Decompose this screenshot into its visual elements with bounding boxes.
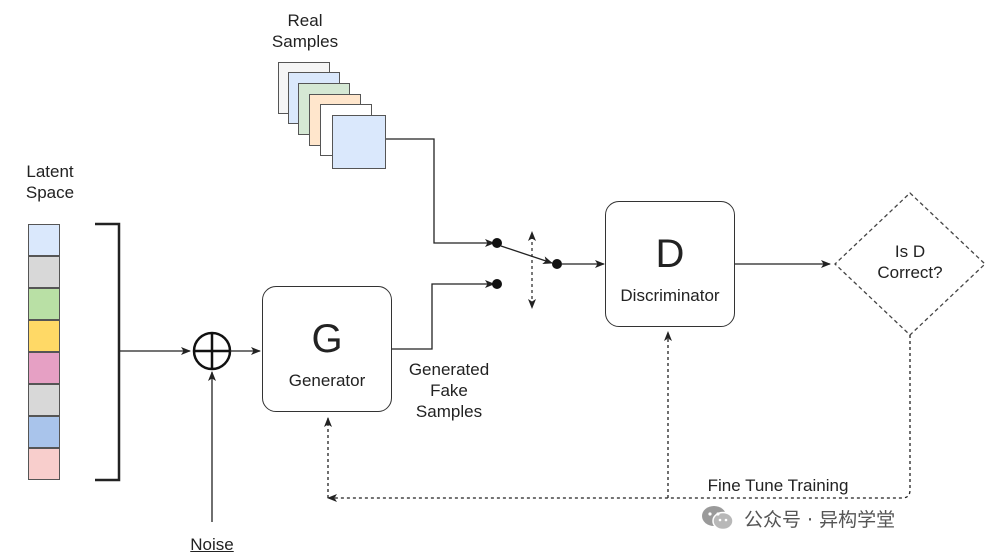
latent-cell: [28, 288, 60, 320]
generated-samples-label: Generated Fake Samples: [396, 359, 502, 422]
latent-cell: [28, 384, 60, 416]
latent-space-label-line-1: Latent: [26, 162, 74, 181]
latent-cell: [28, 256, 60, 288]
latent-cell: [28, 320, 60, 352]
generator-letter: G: [311, 317, 343, 361]
decision-label: Is D Correct?: [858, 241, 962, 283]
sum-node: [192, 331, 232, 371]
discriminator-letter: D: [655, 232, 685, 276]
real-to-switch-arrow: [386, 138, 495, 247]
latent-cell: [28, 448, 60, 480]
sample-sheet: [332, 115, 386, 169]
switch-pivot: [552, 259, 562, 269]
discriminator-name: Discriminator: [620, 286, 720, 305]
decision-label-line-1: Is D: [894, 242, 926, 261]
latent-cell: [28, 416, 60, 448]
latent-cell: [28, 224, 60, 256]
latent-cell: [28, 352, 60, 384]
real-samples-label-line-2: Samples: [271, 32, 339, 51]
watermark: 公众号 · 异构学堂: [700, 503, 895, 533]
latent-space-label: Latent Space: [14, 161, 86, 203]
noise-label: Noise: [190, 535, 234, 554]
latent-bracket: [95, 222, 121, 482]
switch-lever: [500, 245, 553, 264]
watermark-text: 公众号 · 异构学堂: [744, 508, 896, 531]
generated-label-line-3: Samples: [415, 402, 483, 421]
discriminator-box: D Discriminator: [605, 201, 735, 327]
generator-box: G Generator: [262, 286, 392, 412]
switch-fake-terminal: [492, 279, 502, 289]
switch-real-terminal: [492, 238, 502, 248]
generated-label-line-1: Generated: [408, 360, 490, 379]
decision-label-line-2: Correct?: [877, 263, 943, 282]
generated-label-line-2: Fake: [430, 381, 468, 400]
real-samples-label: Real Samples: [262, 10, 348, 52]
wechat-icon: [702, 506, 734, 531]
generator-name: Generator: [288, 371, 366, 390]
real-samples-label-line-1: Real: [287, 11, 323, 30]
generator-to-switch-arrow: [392, 280, 495, 350]
feedback-label: Fine Tune Training: [707, 476, 849, 495]
latent-space-label-line-2: Space: [25, 183, 75, 202]
